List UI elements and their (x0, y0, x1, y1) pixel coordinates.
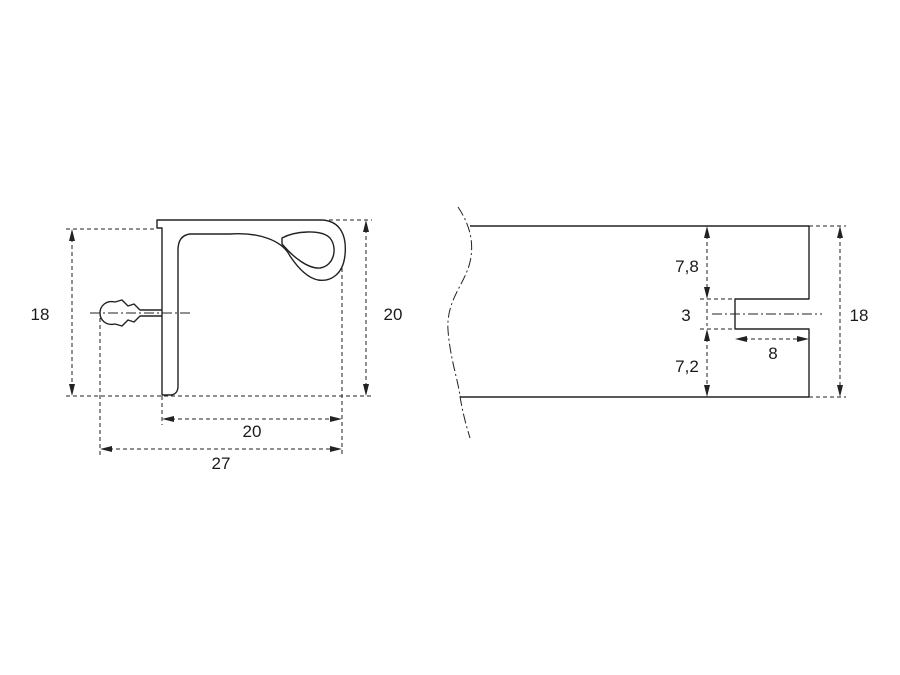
arrow-7-8-bottom (704, 287, 710, 299)
arrow-7-2-top (704, 329, 710, 341)
arrow-18r-top (837, 226, 843, 238)
dim-3: 3 (681, 306, 690, 325)
profile-outline (156, 219, 347, 396)
break-line-top (447, 206, 473, 397)
arrow-7-2-bottom (704, 385, 710, 397)
profile-view: 18 20 20 27 (31, 219, 403, 473)
dim-8: 8 (768, 344, 777, 363)
arrow-20-bottom (363, 384, 369, 396)
arrow-27-right (330, 446, 342, 452)
arrow-20h-right (330, 416, 342, 422)
arrow-18-bottom (69, 384, 75, 396)
break-line-bottom (459, 395, 471, 439)
groove-view: 7,8 3 7,2 8 18 (447, 206, 869, 439)
arrow-7-8-top (704, 226, 710, 238)
dim-20-horizontal: 20 (243, 422, 262, 441)
dim-27: 27 (212, 454, 231, 473)
arrow-18r-bottom (837, 385, 843, 397)
panel-outline (460, 225, 810, 398)
arrow-8-left (735, 336, 747, 342)
dim-7-8: 7,8 (675, 257, 699, 276)
dim-20-right: 20 (384, 305, 403, 324)
dim-7-2: 7,2 (675, 357, 699, 376)
dim-18-right: 18 (850, 306, 869, 325)
arrow-27-left (100, 446, 112, 452)
arrow-8-right (797, 336, 809, 342)
arrow-20h-left (162, 416, 174, 422)
dim-18-left: 18 (31, 305, 50, 324)
profile-slot (281, 231, 335, 269)
arrow-20-top (363, 220, 369, 232)
arrow-18-top (69, 229, 75, 241)
